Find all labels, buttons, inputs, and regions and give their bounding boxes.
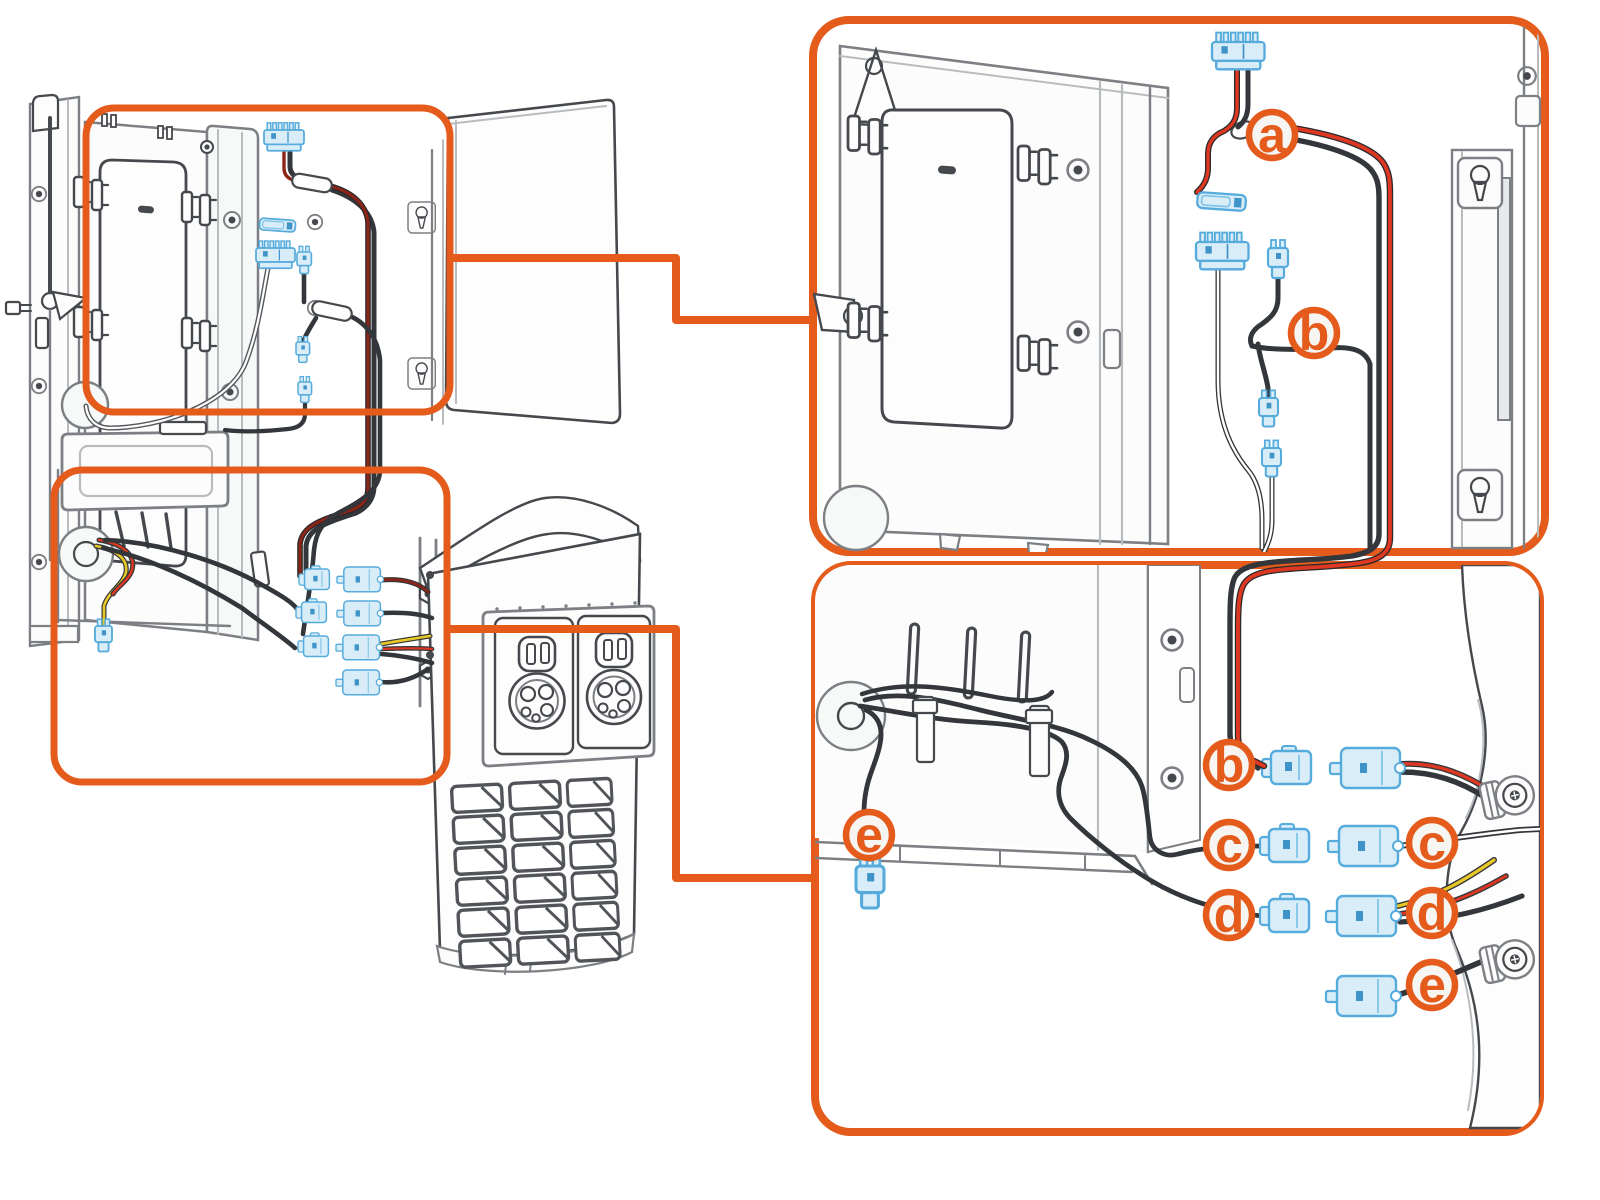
female-connector [335,669,384,696]
wall-mount-rail [4,93,89,648]
socket-panel [481,601,656,768]
female-connector-d [1324,894,1403,938]
terminal-pin [164,512,173,550]
male-connector [297,632,330,658]
callout-b-bottom-letter: b [1214,737,1245,793]
inline-connector [258,217,297,234]
harness-connector [1210,31,1266,71]
left-illustration [4,93,656,975]
callout-c-right-letter: c [1418,815,1446,871]
callout-e-left-letter: e [855,807,883,863]
inline-connector [1195,190,1248,213]
callout-b-bottom: b [1206,737,1252,793]
harness-connector [255,240,296,270]
female-connector-c [1326,824,1405,868]
female-connector [336,566,385,593]
left-wiring [83,121,435,696]
callout-d-right: d [1409,885,1455,941]
detail-panel-top-content [813,26,1542,552]
callout-e-right-letter: e [1418,957,1446,1013]
power-wire-pair [1227,124,1394,771]
harness-connector [1194,231,1250,271]
callout-d-left: d [1206,887,1252,943]
callout-a-letter: a [1258,107,1287,163]
callout-c-left: c [1206,817,1252,873]
leader-line-top [450,254,813,324]
callout-d-right-letter: d [1417,885,1448,941]
callout-d-left-letter: d [1214,887,1245,943]
callout-c-left-letter: c [1215,817,1243,873]
callout-e-left: e [846,807,892,863]
terminal-pin [140,511,150,549]
small-connector [297,375,313,404]
front-cover-lower [418,496,656,975]
cable-grommet-lower [57,525,115,583]
harness-connector [263,121,305,152]
female-connector [335,634,384,661]
charging-socket-right [585,631,643,726]
detail-panel-bottom-content [815,565,1540,1130]
callout-b-top-letter: b [1299,305,1330,361]
female-connector-b [1328,746,1407,790]
callout-e-right: e [1409,957,1455,1013]
mounting-bolt [4,300,22,316]
charging-socket-left [508,635,566,730]
inline-splice [311,300,353,322]
small-connector [296,245,313,275]
cable-clamp [158,420,208,436]
service-door-detail [880,108,1014,430]
detail-bottom-bundle [857,684,1265,919]
male-connector [295,598,328,624]
female-connector-e [1324,974,1403,1018]
callout-a: a [1249,107,1295,163]
callout-b-top: b [1291,305,1337,361]
female-connector [336,600,385,627]
mount-rail-detail [1450,26,1542,550]
callout-c-right: c [1409,815,1455,871]
leader-line-bottom [447,625,815,882]
detail-top-wiring [1194,31,1373,552]
inline-splice [291,172,333,194]
